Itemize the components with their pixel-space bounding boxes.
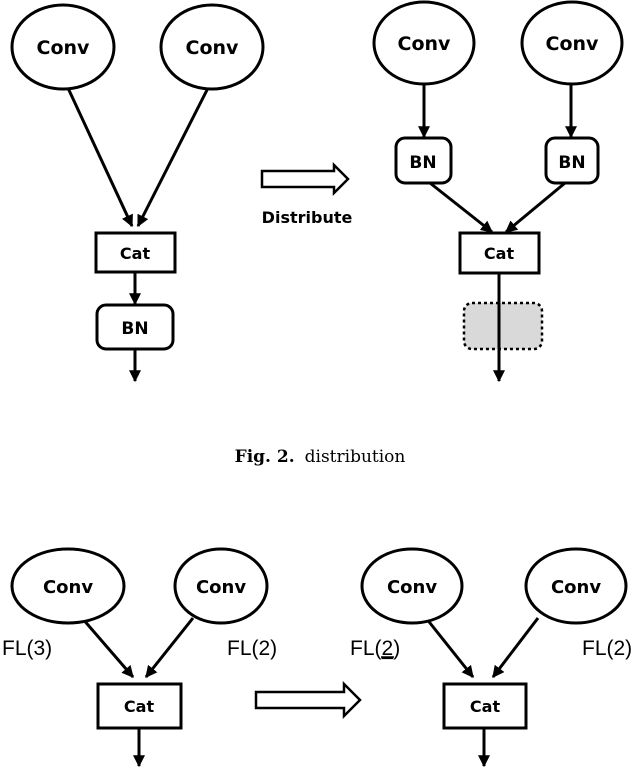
edge-conv1-cat <box>80 617 135 678</box>
conv-node <box>520 0 624 86</box>
conv-node-label: Conv <box>387 577 437 598</box>
edge-conv2-cat <box>144 617 195 678</box>
removed-bn-placeholder <box>462 301 544 351</box>
caption-label: Fig. 2. <box>235 447 295 467</box>
format-label-suffix: ) <box>393 637 400 660</box>
conv-node <box>524 547 628 625</box>
bn-node <box>394 136 453 185</box>
conv-node <box>360 547 464 625</box>
conv-node-label: Conv <box>551 577 601 598</box>
figure-caption: Fig. 2. distribution <box>235 447 406 467</box>
conv-node <box>10 547 126 625</box>
conv-node-label: Conv <box>546 33 600 55</box>
fig3-right-graph: Conv Conv FL(2) FL(2) Cat <box>350 547 632 768</box>
cat-node-label: Cat <box>484 244 515 263</box>
caption-text: distribution <box>305 447 406 467</box>
conv-node <box>10 3 116 91</box>
format-label: FL(2) <box>227 637 277 660</box>
format-label: FL(2) <box>582 637 632 660</box>
edge-bn2-cat <box>505 181 566 234</box>
bn-node <box>544 136 600 185</box>
bn-node <box>95 303 175 351</box>
bn-node-label: BN <box>409 153 436 173</box>
conv-node-label: Conv <box>37 37 91 59</box>
edge-conv2-cat <box>136 87 210 228</box>
cat-node-label: Cat <box>124 697 155 716</box>
bn-node-label: BN <box>121 319 148 339</box>
fig2-left-graph: Conv Conv Cat BN <box>10 3 265 383</box>
conv-node <box>372 0 476 86</box>
cat-node <box>442 682 528 730</box>
conv-node <box>159 3 265 91</box>
bn-node-label: BN <box>558 153 585 173</box>
cat-node <box>96 682 183 730</box>
cat-node <box>458 231 541 275</box>
edge-bn1-cat <box>429 181 493 234</box>
cat-node <box>94 231 177 274</box>
format-label-prefix: FL( <box>350 637 382 660</box>
transform-arrow <box>254 680 362 720</box>
edge-conv1-cat <box>66 87 134 228</box>
conv-node-label: Conv <box>398 33 452 55</box>
format-label-value: 2 <box>382 637 394 660</box>
format-label: FL(3) <box>2 637 52 660</box>
cat-node-label: Cat <box>470 697 501 716</box>
conv-node <box>173 547 269 625</box>
conv-node-label: Conv <box>43 577 93 598</box>
conv-node-label: Conv <box>196 577 246 598</box>
transform-label: Distribute <box>262 208 353 227</box>
conv-node-label: Conv <box>186 37 240 59</box>
distribute-transform: Distribute <box>260 161 353 227</box>
transform-arrow <box>260 161 350 197</box>
format-label: FL(2) <box>350 637 400 660</box>
cat-node-label: Cat <box>120 244 151 263</box>
fig3-left-graph: Conv Conv FL(3) FL(2) Cat <box>2 547 277 768</box>
edge-conv1-cat <box>424 617 475 678</box>
edge-conv2-cat <box>491 617 540 678</box>
fig2-right-graph: Conv Conv BN BN Cat <box>372 0 624 383</box>
